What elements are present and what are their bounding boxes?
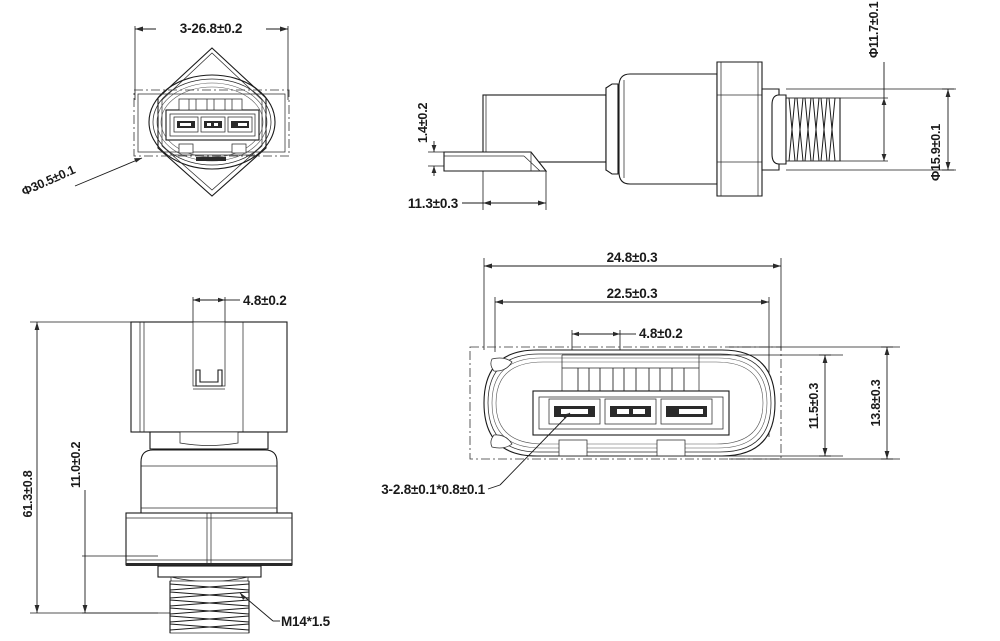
dim-label-3-26.8: 3-26.8±0.2 <box>180 21 242 36</box>
hex-nut <box>716 61 763 197</box>
view-connector-detail: 24.8±0.3 22.5±0.3 4.8±0.2 <box>381 250 900 497</box>
dimension-11.5: 11.5±0.3 <box>699 354 843 457</box>
external-thread <box>785 97 841 162</box>
terminal-slot-2 <box>200 116 226 133</box>
dim-label-11.0: 11.0±0.2 <box>69 441 83 488</box>
dimension-22.5: 22.5±0.3 <box>494 286 770 437</box>
dim-label-61.3: 61.3±0.8 <box>21 470 35 517</box>
dim-label-1.4: 1.4±0.2 <box>416 103 430 143</box>
dim-label-terminal-size: 3-2.8±0.1*0.8±0.1 <box>381 482 485 497</box>
dimension-phi-11.7: Φ11.7±0.1 <box>840 1 888 162</box>
lower-retention-tabs <box>170 143 255 161</box>
dim-label-4.8-detail: 4.8±0.2 <box>639 326 683 341</box>
detail-terminal-slot-1 <box>548 398 601 425</box>
view-elevation: 4.8±0.2 <box>21 293 331 634</box>
dimension-13.8: 13.8±0.3 <box>729 346 900 460</box>
dim-label-11.3: 11.3±0.3 <box>408 196 459 211</box>
dim-label-M14: M14*1.5 <box>281 614 331 629</box>
terminal-slot-1 <box>173 116 199 133</box>
dim-label-24.8: 24.8±0.3 <box>607 250 659 265</box>
detail-terminal-slot-2 <box>604 398 657 425</box>
view-side-profile: 1.4±0.2 <box>408 1 956 211</box>
transition-collar <box>605 83 621 175</box>
dim-label-phi-11.7: Φ11.7±0.1 <box>867 1 881 58</box>
thread-shoulder <box>761 88 787 171</box>
dim-label-11.5: 11.5±0.3 <box>807 383 821 430</box>
dimension-3-26.8: 3-26.8±0.2 <box>134 21 289 100</box>
dimension-24.8: 24.8±0.3 <box>483 250 782 350</box>
dim-label-22.5: 22.5±0.3 <box>607 286 659 301</box>
elevation-main-body <box>140 449 278 514</box>
dimension-M14: M14*1.5 <box>239 592 331 629</box>
dimension-11.3: 11.3±0.3 <box>408 171 547 211</box>
dimension-1.4: 1.4±0.2 <box>416 103 446 176</box>
dim-label-4.8-elevation: 4.8±0.2 <box>243 293 287 308</box>
connector-boundary-rect <box>133 89 290 157</box>
upper-pin-tabs <box>178 98 243 111</box>
elevation-neck <box>149 431 269 450</box>
view-front-connector-face: 3-26.8±0.2 <box>20 21 290 199</box>
dim-label-phi-15.9: Φ15.9±0.1 <box>929 124 943 181</box>
connector-shell-body <box>443 94 607 172</box>
elevation-external-thread <box>169 580 250 634</box>
terminal-slot-3 <box>227 116 253 133</box>
detail-terminal-housing <box>532 390 730 436</box>
elevation-connector-housing <box>130 321 288 433</box>
detail-pin-comb <box>561 354 700 392</box>
pin-housing-block <box>165 109 260 141</box>
detail-boundary-rect <box>469 346 782 460</box>
elevation-hex <box>125 512 293 566</box>
dim-label-13.8: 13.8±0.3 <box>869 379 883 426</box>
dimension-11.0: 11.0±0.2 <box>69 441 158 614</box>
dimension-phi-15.9: Φ15.9±0.1 <box>786 88 956 181</box>
detail-retention-tabs <box>540 439 700 457</box>
detail-terminal-slot-3 <box>660 398 713 425</box>
dimension-terminal-size: 3-2.8±0.1*0.8±0.1 <box>381 412 571 497</box>
sensor-main-housing <box>618 73 718 185</box>
